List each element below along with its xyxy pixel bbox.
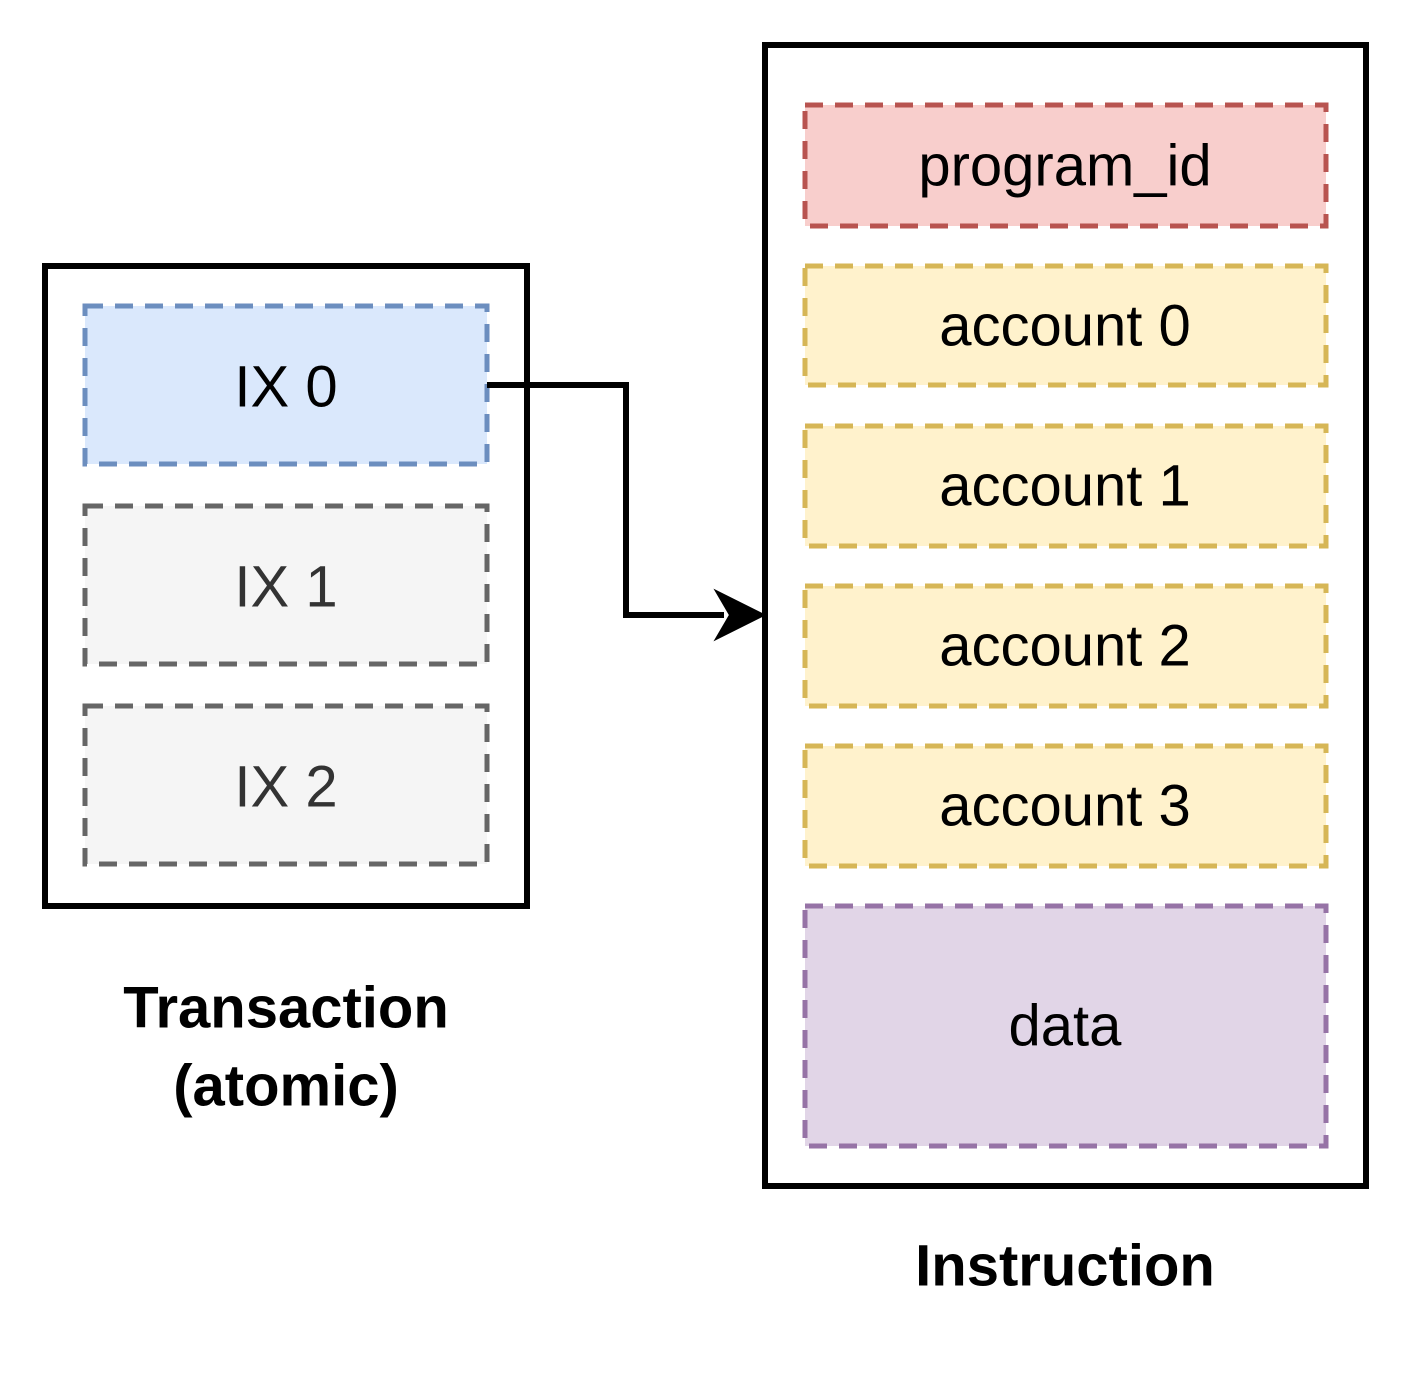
field-account-3[interactable]: account 3 xyxy=(802,743,1329,869)
field-data-label: data xyxy=(1009,994,1123,1059)
field-program-id-rect xyxy=(802,102,1329,229)
ix-0-label: IX 0 xyxy=(234,355,337,420)
field-account-2-label: account 2 xyxy=(939,614,1191,679)
field-account-1-rect xyxy=(802,423,1329,549)
arrowhead-icon xyxy=(713,588,767,642)
field-data[interactable]: data xyxy=(802,903,1329,1149)
field-account-0[interactable]: account 0 xyxy=(802,263,1329,388)
field-account-2[interactable]: account 2 xyxy=(802,583,1329,709)
field-account-0-rect xyxy=(802,263,1329,388)
field-account-2-rect xyxy=(802,583,1329,709)
field-account-0-label: account 0 xyxy=(939,294,1191,359)
instruction-frame xyxy=(762,42,1369,1189)
ix-2-box[interactable]: IX 2 xyxy=(82,703,490,867)
connector-line xyxy=(487,382,724,618)
field-program-id[interactable]: program_id xyxy=(802,102,1329,229)
instruction-caption: Instruction xyxy=(915,1234,1215,1299)
ix-1-rect xyxy=(82,503,490,667)
ix-0-box[interactable]: IX 0 xyxy=(82,303,490,467)
field-account-1[interactable]: account 1 xyxy=(802,423,1329,549)
ix-1-box[interactable]: IX 1 xyxy=(82,503,490,667)
ix-1-label: IX 1 xyxy=(234,555,337,620)
field-data-rect xyxy=(802,903,1329,1149)
transaction-frame xyxy=(42,263,530,909)
field-account-3-rect xyxy=(802,743,1329,869)
field-program-id-label: program_id xyxy=(918,134,1211,199)
ix-2-rect xyxy=(82,703,490,867)
transaction-caption-line1: Transaction xyxy=(123,976,449,1041)
field-account-3-label: account 3 xyxy=(939,774,1191,839)
field-account-1-label: account 1 xyxy=(939,454,1191,519)
ix-2-label: IX 2 xyxy=(234,755,337,820)
transaction-caption-line2: (atomic) xyxy=(173,1054,399,1119)
